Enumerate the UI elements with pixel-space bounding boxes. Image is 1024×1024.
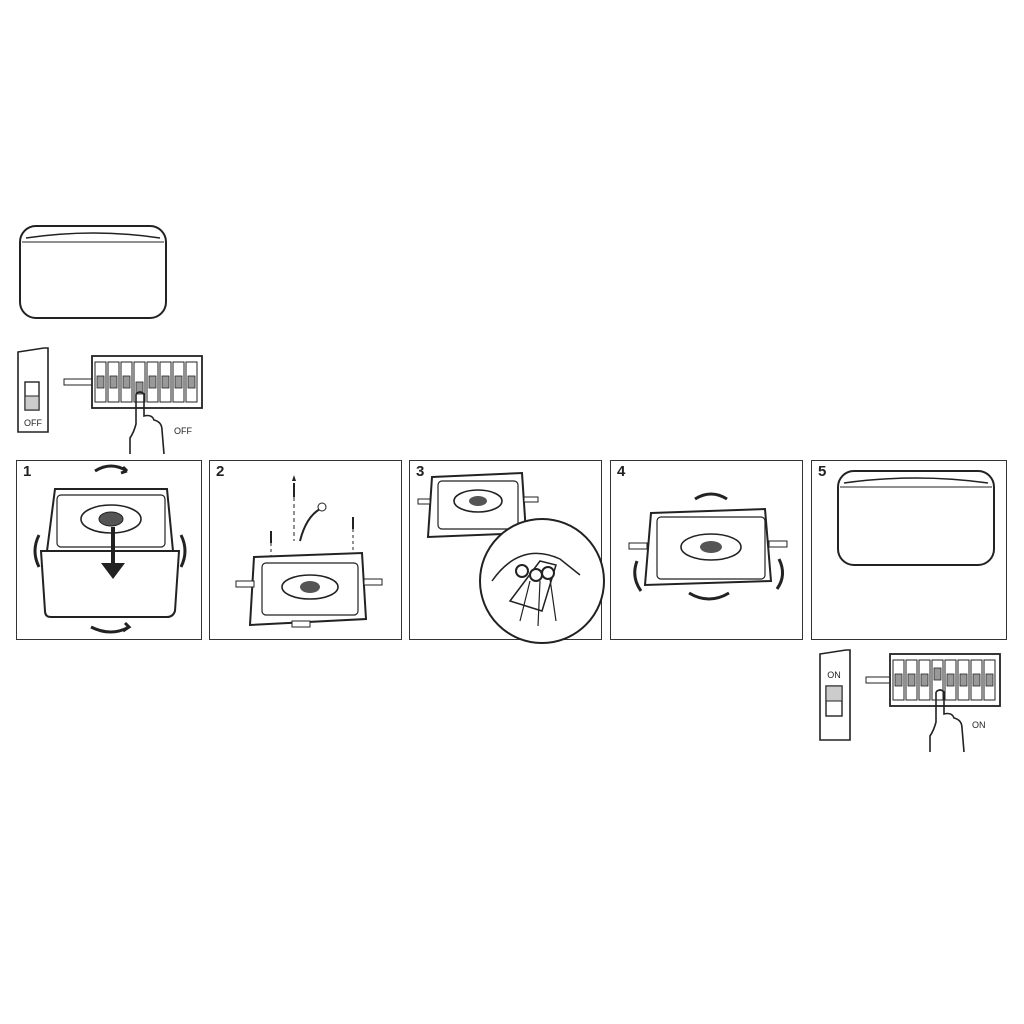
- step-number-3: 3: [416, 463, 425, 480]
- step-3-wiring-drawing: [417, 471, 605, 644]
- breaker-panel-off: OFF: [63, 355, 203, 455]
- step-2-mount-base-drawing: [235, 475, 383, 628]
- breaker-on-label: ON: [972, 720, 986, 730]
- step-panel-2: 2: [209, 460, 402, 640]
- step-panel-1: 1: [16, 460, 202, 640]
- switch-off-label: OFF: [24, 418, 42, 428]
- wall-switch-off: OFF: [17, 347, 49, 433]
- step-1-remove-cover-drawing: [33, 464, 187, 634]
- step-5-installed-fixture-drawing: [837, 470, 995, 566]
- breaker-panel-on: ON: [865, 653, 1001, 753]
- switch-on-label: ON: [827, 670, 841, 680]
- fixture-overview: [19, 225, 167, 319]
- step-number-2: 2: [216, 463, 225, 480]
- step-number-1: 1: [23, 463, 32, 480]
- breaker-off-label: OFF: [174, 426, 192, 436]
- step-number-4: 4: [617, 463, 626, 480]
- step-panel-3: 3: [409, 460, 605, 644]
- step-number-5: 5: [818, 463, 827, 480]
- step-4-attach-cover-drawing: [628, 492, 788, 601]
- step-panel-4: 4: [610, 460, 803, 640]
- step-panel-5: 5: [811, 460, 1007, 640]
- wall-switch-on: ON: [819, 649, 851, 741]
